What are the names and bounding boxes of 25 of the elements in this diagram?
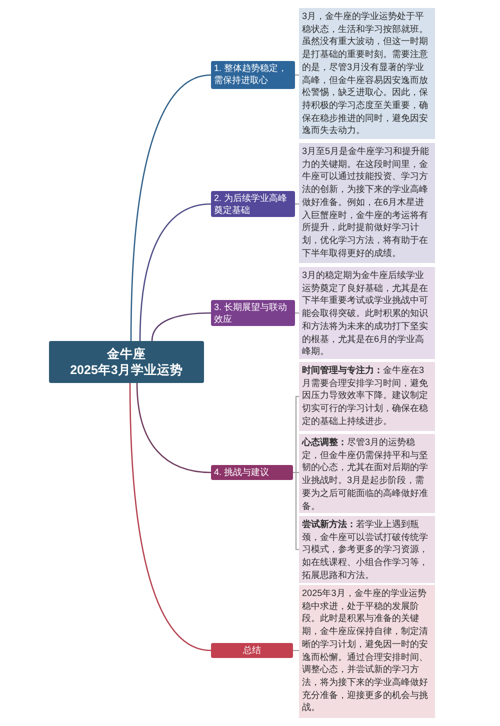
branch-curve (130, 74, 212, 341)
note-box: 时间管理与专注力：金牛座在3月需要合理安排学习时间，避免因压力导致效率下降。建议制定切实可行的学习计划，确保在稳定的基础上持续进步。 (299, 362, 435, 431)
connector-line (292, 650, 300, 651)
topic-title: 金牛座 (106, 346, 147, 362)
connector-line (294, 312, 300, 314)
topic-subtitle: 2025年3月学业运势 (69, 362, 184, 378)
branch-curve (136, 382, 212, 474)
note-box: 2025年3月，金牛座的学业运势稳中求进，处于平稳的发展阶段。此时是积累与准备的关键期，金牛座应保持自律，制定清晰的学习计划，避免因一时的安逸而松懈。通过合理安排时间、调整心态，并尝试新的学习方法，将为接下来的学业高峰做好充分准备，迎接更多的机会与挑战。 (299, 585, 435, 718)
branch-curve (129, 383, 212, 652)
connector-line (294, 74, 300, 76)
note-box: 3月至5月是金牛座学习和提升能力的关键期。在这段时间里，金牛座可以通过技能投资、学习方法的创新，为接下来的学业高峰做好准备。例如，在6月木星进入巨蟹座时，金牛座的考运将有所提升，此时提前做好学习计划，优化学习方法，将有助于在下半年取得更好的成绩。 (299, 143, 435, 263)
note-box: 3月，金牛座的学业运势处于平稳状态，生活和学习按部就班。虽然没有重大波动，但这一时期是打基础的重要时刻。需要注意的是，尽管3月没有显著的学业高峰，但金牛座容易因安逸而放松警惕，缺乏进取心。因此，保持积极的学习态度至关重要，确保在稳步推进的同时，避免因安逸而失去动力。 (299, 8, 435, 139)
note-box: 3月的稳定期为金牛座后续学业运势奠定了良好基础，尤其是在下半年重要考试或学业挑战中可能会取得突破。此时积累的知识和方法将为未来的成功打下坚实的根基，尤其是在6月的学业高峰期。 (299, 267, 435, 359)
branch-curve (151, 312, 212, 342)
central-topic-box (49, 341, 204, 383)
branch-topic-box: 总结 (211, 643, 293, 658)
branch-curve (139, 203, 212, 342)
branch-topic-box: 3. 长期展望与联动效应 (211, 300, 295, 326)
note-box: 尝试新方法：若学业上遇到瓶颈，金牛座可以尝试打破传统学习模式，参考更多的学习资源，如在线课程、小组合作学习等，拓展思路和方法。 (299, 516, 435, 583)
branch-topic-box: 4. 挑战与建议 (211, 465, 293, 480)
branch-topic-box: 2. 为后续学业高峰奠定基础 (211, 191, 295, 217)
branch-topic-box: 1. 整体趋势稳定，需保持进取心 (211, 61, 295, 89)
note-box: 心态调整：尽管3月的运势稳定，但金牛座仍需保持平和与坚韧的心态，尤其在面对后期的学业挑战时。3月是起步阶段，需要为之后可能面临的高峰做好准备。 (299, 434, 435, 513)
connector-line (292, 396, 300, 473)
connector-line (292, 472, 300, 550)
